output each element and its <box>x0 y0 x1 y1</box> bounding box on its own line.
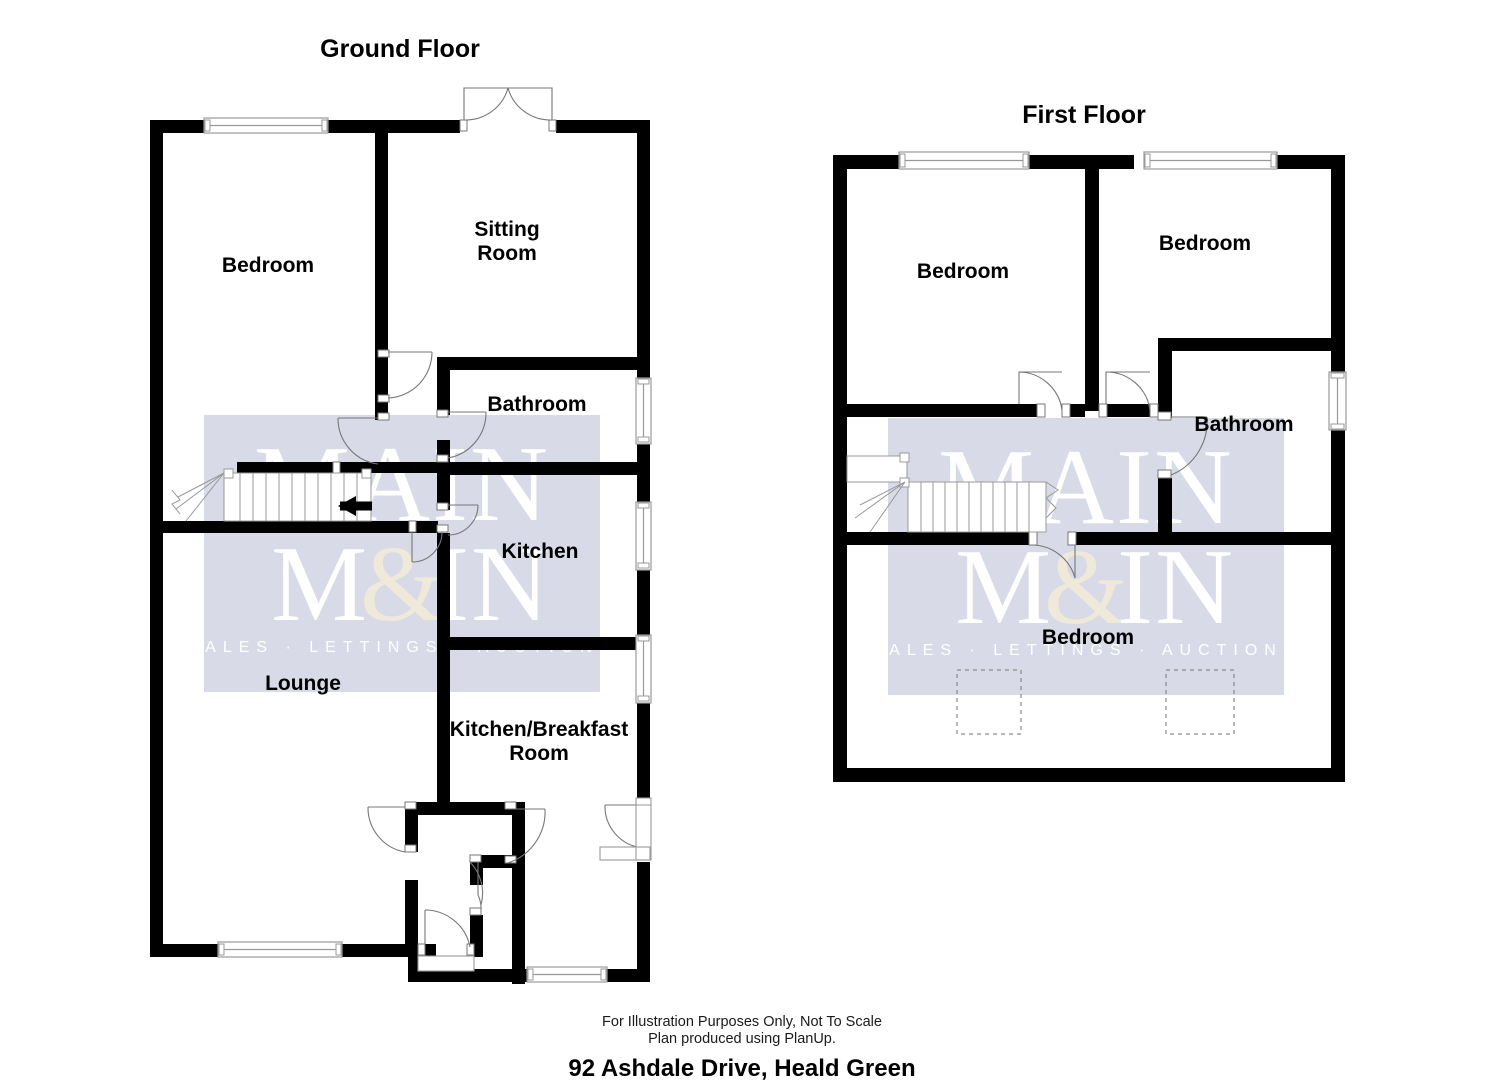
window-bedroom-top <box>203 117 329 134</box>
room-label-breakfast-line2: Room <box>509 742 569 765</box>
room-label-bedroom-ff-right: Bedroom <box>1159 232 1251 255</box>
door-porch-front <box>417 909 475 972</box>
room-label-breakfast-line1: Kitchen/Breakfast <box>450 718 629 741</box>
room-label-bedroom-ff-rear: Bedroom <box>1042 626 1134 649</box>
window-bedroom-left-top <box>898 151 1030 170</box>
staircase-first-floor <box>846 452 1059 533</box>
watermark-line-2-right-ff: IN <box>1117 528 1235 647</box>
room-label-lounge: Lounge <box>265 672 341 695</box>
first-floor-structure: Bedroom Bedroom Bathroom Bedroom <box>833 151 1347 782</box>
watermark-tagline-ff: SALES · LETTINGS · AUCTIONS <box>871 642 1300 659</box>
door-bedroom-left-ff <box>1018 371 1071 418</box>
room-label-bathroom-ground: Bathroom <box>487 393 586 416</box>
room-label-sitting-room-line1: Sitting <box>474 218 539 241</box>
property-address: 92 Ashdale Drive, Heald Green <box>568 1055 915 1080</box>
watermark-ground-floor: MAIN & MAIN M IN SALES · LETTINGS · AUCT… <box>187 415 610 692</box>
stair-direction-arrow <box>338 496 372 516</box>
room-label-bathroom-ff: Bathroom <box>1194 413 1293 436</box>
watermark-line-2-right: IN <box>433 525 551 644</box>
watermark-ampersand-ff: & <box>1044 528 1128 647</box>
door-side-entrance <box>599 797 652 861</box>
window-lounge-bottom <box>217 941 343 958</box>
door-lounge <box>408 520 443 563</box>
window-breakfast-right <box>635 634 652 704</box>
watermark-line-2-left: M <box>271 525 369 644</box>
door-french-sitting-room <box>459 87 557 132</box>
door-porch-left <box>367 801 417 853</box>
ground-floor-title: Ground Floor <box>320 35 480 63</box>
disclaimer-line-2: Plan produced using PlanUp. <box>648 1031 836 1047</box>
door-bedroom-right-ff <box>1098 371 1159 418</box>
door-porch-inner <box>469 854 484 916</box>
watermark-first-floor: MAIN & M IN SALES · LETTINGS · AUCTIONS <box>871 418 1300 695</box>
room-label-bedroom-ff-left: Bedroom <box>917 260 1009 283</box>
door-sitting-room-hall <box>377 349 433 403</box>
watermark-ampersand: & <box>360 525 444 644</box>
dashed-fixture-left <box>956 669 1022 735</box>
first-floor-title: First Floor <box>1022 101 1146 129</box>
room-label-bedroom-ground: Bedroom <box>222 254 314 277</box>
window-breakfast-bottom <box>526 966 608 983</box>
ground-floor-structure: Bedroom Sitting Room Bathroom Kitchen Lo… <box>150 87 652 984</box>
window-bathroom-right <box>635 377 652 445</box>
room-label-sitting-room-line2: Room <box>477 242 537 265</box>
window-kitchen-right <box>635 501 652 571</box>
watermark-line-2-left-ff: M <box>955 528 1053 647</box>
dashed-fixture-right <box>1165 669 1235 735</box>
door-hall-bedroom <box>332 412 390 474</box>
staircase-ground-floor <box>171 468 372 522</box>
window-bathroom-right-ff <box>1328 371 1347 431</box>
door-bathroom-ff <box>1157 411 1208 479</box>
disclaimer-line-1: For Illustration Purposes Only, Not To S… <box>602 1014 882 1030</box>
window-bedroom-right-top <box>1143 151 1278 170</box>
door-breakfast-inner <box>504 801 546 864</box>
room-label-kitchen: Kitchen <box>501 540 578 563</box>
door-bathroom <box>436 409 487 463</box>
